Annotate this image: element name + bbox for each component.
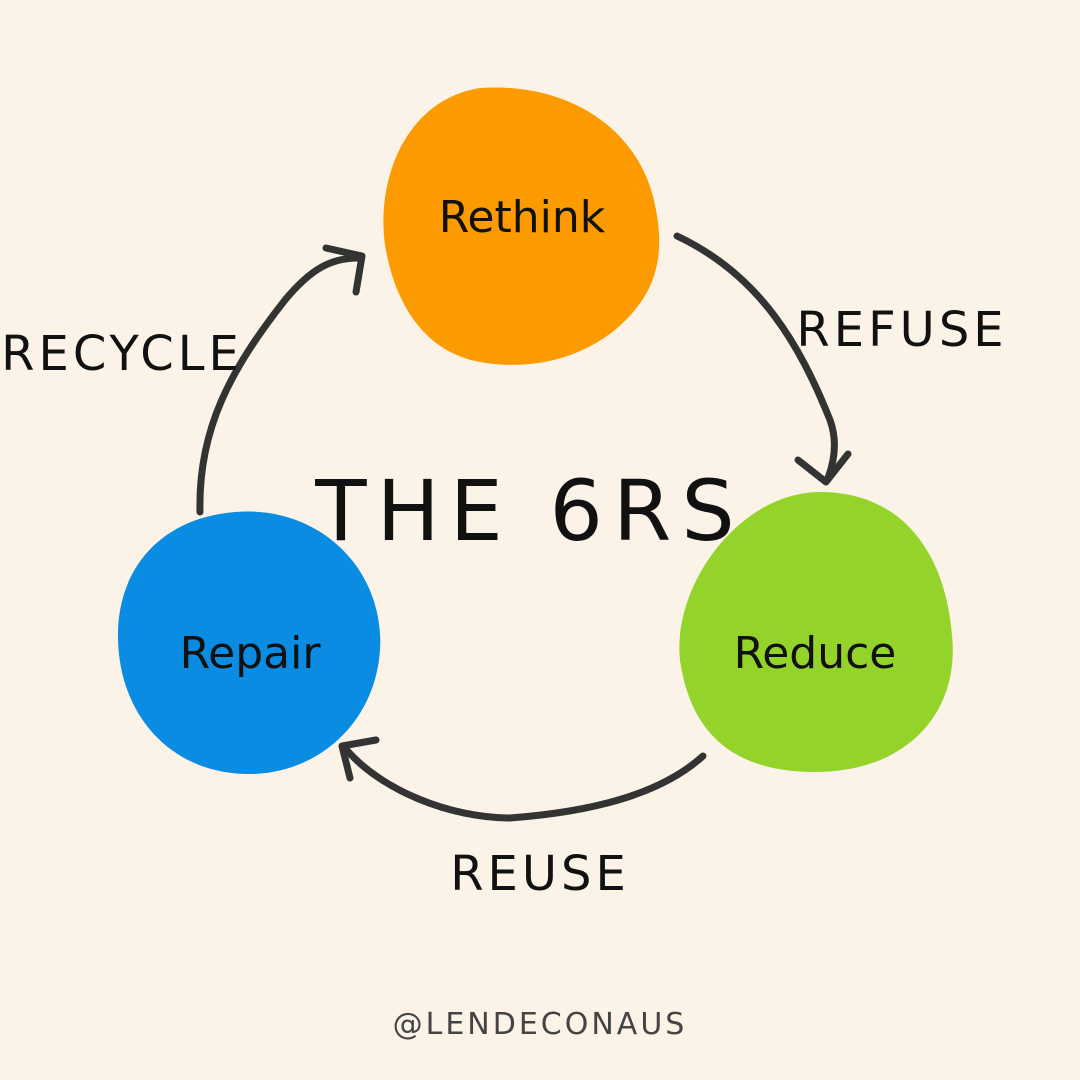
arrow-refuse-curve — [673, 232, 838, 482]
node-repair-blob — [117, 511, 381, 775]
arrow-recycle-curve — [196, 254, 362, 516]
node-repair: Repair — [117, 511, 381, 775]
node-reduce-label: Reduce — [734, 628, 897, 679]
edge-label-recycle: RECYCLE — [1, 326, 243, 382]
arrow-refuse — [673, 232, 852, 486]
diagram-title: THE 6RS — [314, 462, 744, 560]
arrow-reuse-curve — [341, 744, 707, 822]
arrow-recycle-head — [322, 244, 366, 296]
node-rethink-blob — [383, 87, 660, 365]
node-reduce: Reduce — [679, 492, 953, 772]
arrow-recycle — [196, 244, 366, 516]
node-rethink-label: Rethink — [439, 192, 606, 243]
social-handle: @LENDECONAUS — [393, 1007, 688, 1042]
arrow-refuse-head — [794, 450, 852, 486]
arrow-reuse — [338, 736, 707, 822]
arrow-reuse-head — [338, 736, 380, 782]
node-repair-label: Repair — [180, 628, 322, 679]
edge-label-refuse: REFUSE — [796, 302, 1007, 358]
node-rethink: Rethink — [383, 87, 660, 365]
node-reduce-blob — [679, 492, 953, 772]
edge-label-reuse: REUSE — [450, 846, 630, 902]
